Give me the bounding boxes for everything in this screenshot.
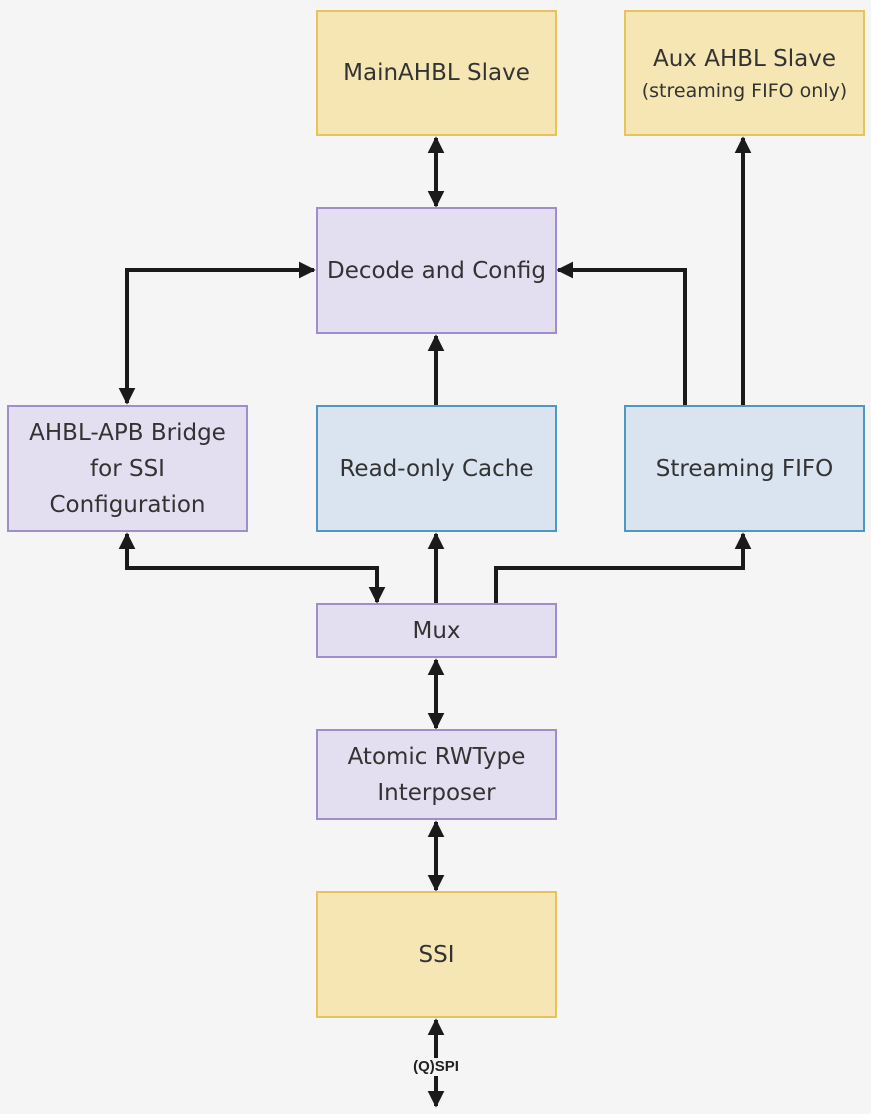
main-ahbl-slave-label: MainAHBL Slave <box>343 60 530 86</box>
bridge-mux-link <box>118 532 386 604</box>
bridge-label-line1: AHBL-APB Bridge <box>29 419 226 446</box>
aux-ahbl-slave-sublabel: (streaming FIFO only) <box>641 80 848 102</box>
decode-bridge-link <box>118 261 316 405</box>
ssi-label: SSI <box>418 941 455 968</box>
aux-ahbl-slave-block: Aux AHBL Slave (streaming FIFO only) <box>624 10 865 136</box>
decode-config-block: Decode and Config <box>316 207 557 334</box>
main-ahbl-slave-block: MainAHBL Slave <box>316 10 557 136</box>
mux-block: Mux <box>316 603 557 658</box>
read-only-cache-block: Read-only Cache <box>316 405 557 532</box>
aux-ahbl-slave-label: Aux AHBL Slave <box>652 46 836 72</box>
atomic-interposer-block: Atomic RWType Interposer <box>316 729 557 820</box>
ssi-block: SSI <box>316 891 557 1018</box>
qspi-bus-label: (Q)SPI <box>404 1058 468 1076</box>
mux-fifo-link <box>494 532 752 604</box>
bridge-label-line2: for SSI Configuration <box>49 455 206 518</box>
streaming-fifo-block: Streaming FIFO <box>624 405 865 532</box>
interposer-label-line1: Atomic RWType <box>347 743 526 770</box>
mux-label: Mux <box>412 617 461 644</box>
read-only-cache-label: Read-only Cache <box>339 455 534 482</box>
ahbl-apb-bridge-block: AHBL-APB Bridge for SSI Configuration <box>7 405 248 532</box>
interposer-label-line2: Interposer <box>377 779 496 806</box>
fifo-decode-link <box>556 261 687 406</box>
streaming-fifo-label: Streaming FIFO <box>655 455 834 482</box>
decode-config-label: Decode and Config <box>326 257 547 284</box>
